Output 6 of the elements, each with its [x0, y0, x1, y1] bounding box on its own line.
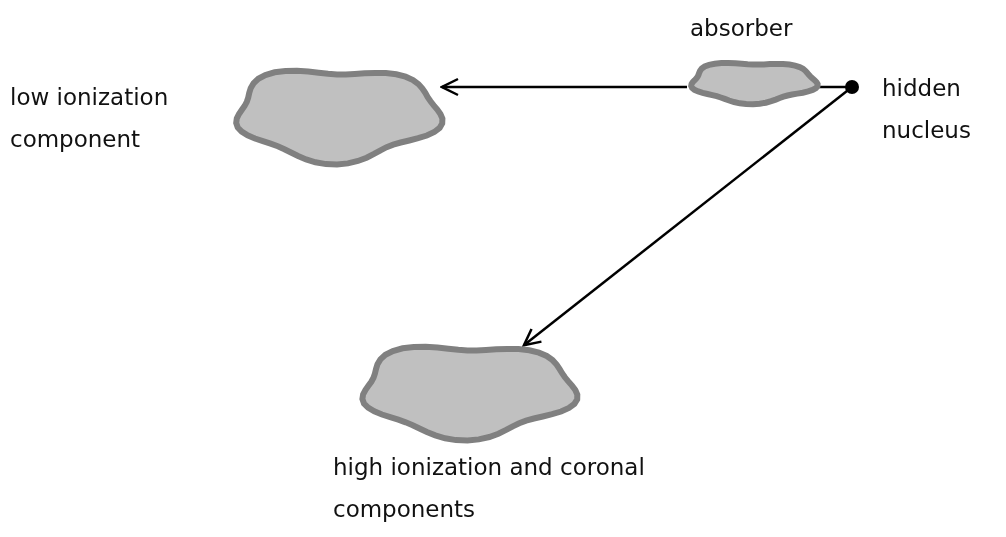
- node-label: low ionization component: [10, 83, 170, 154]
- node-label: absorber: [690, 14, 794, 43]
- node-label: high ionization and coronal components: [333, 453, 646, 524]
- arrow: [522, 89, 849, 347]
- arrow: [440, 77, 687, 97]
- node-label: hidden nucleus: [882, 74, 972, 145]
